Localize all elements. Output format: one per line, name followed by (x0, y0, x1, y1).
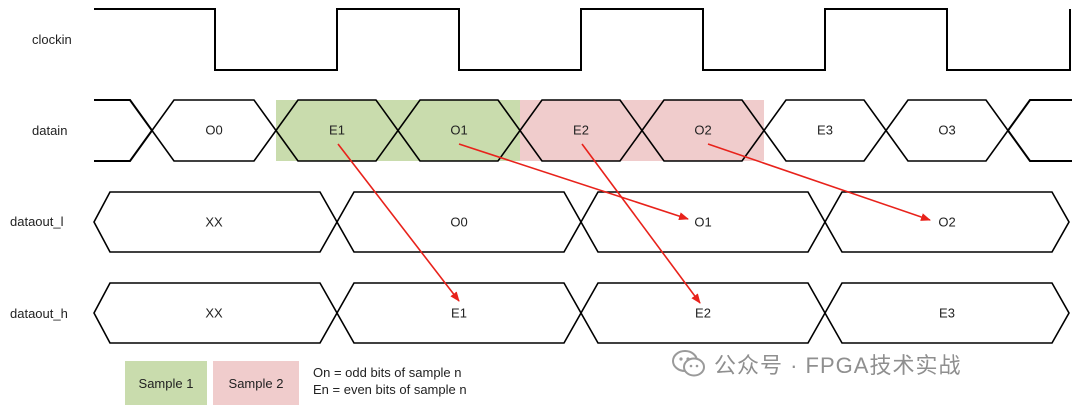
legend-sample1: Sample 1 (125, 361, 207, 405)
arrow-o1-to-dataout-l (458, 143, 689, 221)
dataout-l-value: O0 (450, 214, 467, 229)
dataout-h-value: E3 (939, 305, 955, 320)
dataout-h-bus: XX E1 E2 E3 (93, 282, 1070, 344)
wechat-icon (672, 350, 706, 378)
dataout-l-value: O2 (938, 214, 955, 229)
clockin-waveform (94, 8, 1071, 71)
dataout-l-bus: XX O0 O1 O2 (93, 191, 1070, 253)
dataout-h-value: E2 (695, 305, 711, 320)
datain-value: O2 (694, 122, 711, 137)
dataout-h-value: E1 (451, 305, 467, 320)
datain-value: E2 (573, 122, 589, 137)
datain-value: E3 (817, 122, 833, 137)
datain-lead-segment (94, 99, 154, 162)
arrow-o2-to-dataout-l (707, 143, 931, 221)
datain-value: O0 (205, 122, 222, 137)
dataout-l-value: XX (205, 214, 223, 229)
datain-bus: O0 E1 O1 E2 O2 E3 O3 (94, 99, 1072, 162)
arrow-e1-to-dataout-h (337, 143, 460, 302)
arrow-e2-to-dataout-h (581, 143, 701, 304)
note-odd-bits: On = odd bits of sample n (313, 365, 462, 380)
signal-label-dataout-h: dataout_h (10, 306, 68, 321)
datain-value: O1 (450, 122, 467, 137)
signal-label-datain: datain (32, 123, 67, 138)
dataout-h-cell (824, 282, 1070, 344)
legend-sample1-label: Sample 1 (138, 375, 194, 391)
dataout-l-value: O1 (694, 214, 711, 229)
datain-value: O3 (938, 122, 955, 137)
watermark: 公众号 · FPGA技术实战 (672, 348, 961, 380)
watermark-text: 公众号 · FPGA技术实战 (714, 353, 962, 378)
dataout-l-cell (824, 191, 1070, 253)
legend-sample2-label: Sample 2 (228, 375, 284, 391)
signal-label-dataout-l: dataout_l (10, 214, 64, 229)
dataout-h-value: XX (205, 305, 223, 320)
note-even-bits: En = even bits of sample n (313, 382, 467, 397)
signal-label-clockin: clockin (32, 32, 72, 47)
legend-sample2: Sample 2 (213, 361, 299, 405)
datain-tail-segment (1006, 99, 1072, 162)
legend-notes: On = odd bits of sample n En = even bits… (313, 364, 467, 398)
datain-value: E1 (329, 122, 345, 137)
